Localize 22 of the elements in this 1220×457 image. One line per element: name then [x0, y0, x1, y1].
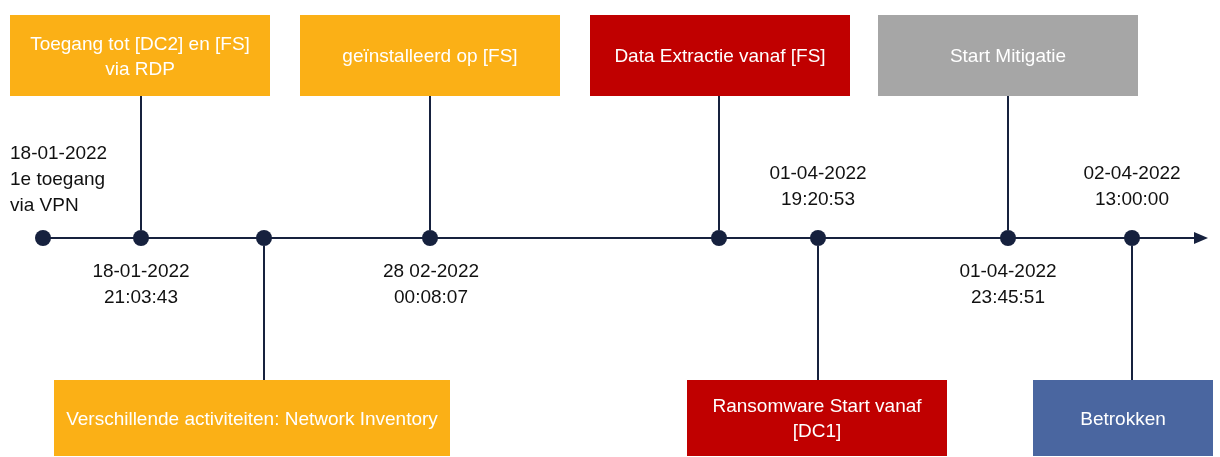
event-box: Toegang tot [DC2] en [FS] via RDP: [10, 15, 270, 96]
connector-line: [263, 245, 265, 381]
timeline-dot: [711, 230, 727, 246]
timeline-dot: [256, 230, 272, 246]
event-box: Betrokken: [1033, 380, 1213, 456]
connector-line: [140, 95, 142, 231]
connector-line: [817, 245, 819, 381]
timeline-dot: [810, 230, 826, 246]
timeline-dot: [133, 230, 149, 246]
timeline-dot: [1124, 230, 1140, 246]
connector-line: [429, 95, 431, 231]
timeline-dot: [422, 230, 438, 246]
timeline-dot: [1000, 230, 1016, 246]
event-box: Start Mitigatie: [878, 15, 1138, 96]
connector-line: [1007, 95, 1009, 231]
event-box: geïnstalleerd op [FS]: [300, 15, 560, 96]
connector-line: [1131, 245, 1133, 381]
timeline-dot: [35, 230, 51, 246]
event-box: Verschillende activiteiten: Network Inventory: [54, 380, 450, 456]
event-box: Data Extractie vanaf [FS]: [590, 15, 850, 96]
event-box: Ransomware Start vanaf [DC1]: [687, 380, 947, 456]
connector-line: [718, 95, 720, 231]
